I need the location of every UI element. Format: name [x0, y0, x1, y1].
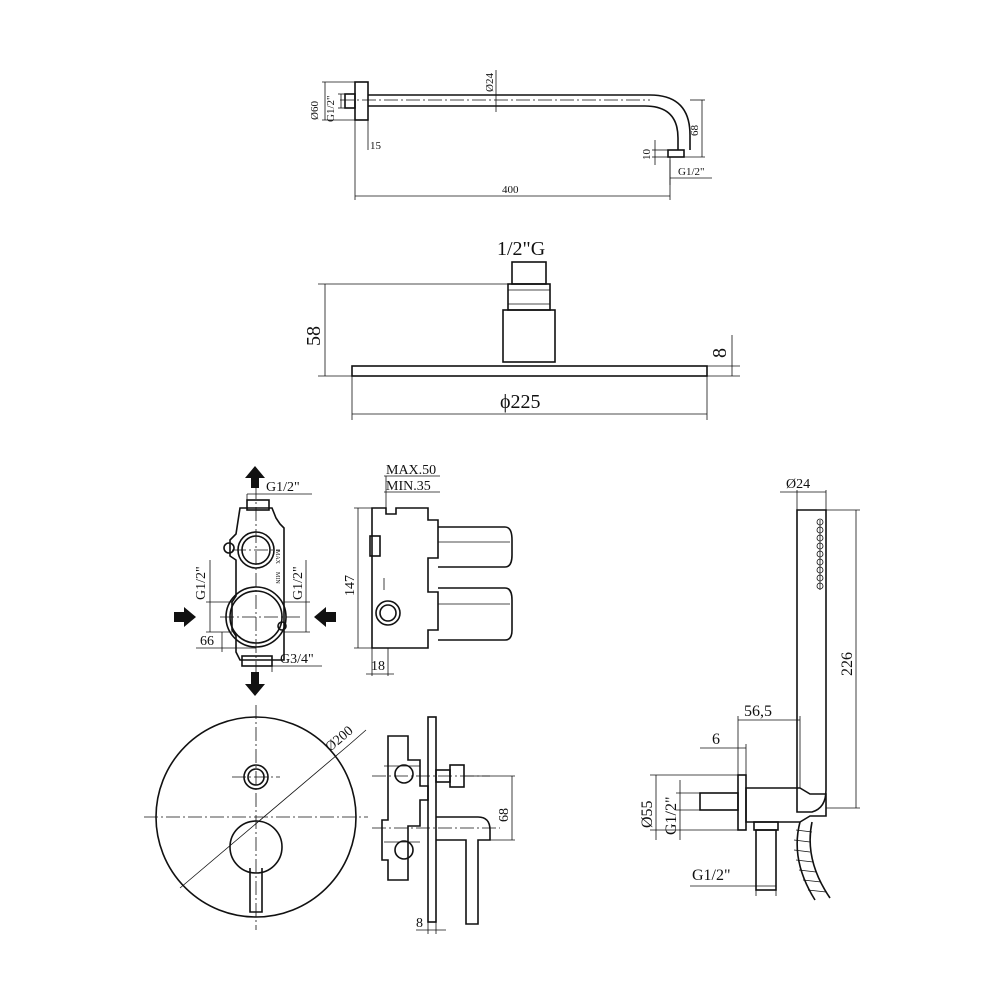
- arm-drop: 68: [689, 125, 701, 137]
- valve-side-view: MAX.50 MIN.35 147 18: [343, 463, 513, 676]
- valve-front-view: MAX MIN G1/2" G1/2" G1/2" 66 G3/4": [174, 466, 336, 696]
- arm-outlet: [667, 149, 685, 158]
- hand-shower-projection: 56,5: [744, 703, 772, 720]
- outlet-down-arrow: [245, 672, 265, 696]
- hand-shower-diameter: Ø24: [786, 477, 810, 492]
- hand-shower-holder: [745, 787, 827, 823]
- valve-side-handle-upper: [438, 526, 513, 568]
- hand-shower-gap: 6: [712, 731, 720, 748]
- valve-bottom-thread: G3/4": [280, 652, 314, 667]
- arm-length: 400: [502, 184, 519, 196]
- head-diameter: ϕ225: [500, 391, 541, 413]
- hand-shower-side-thread: G1/2": [663, 796, 680, 835]
- arm-pipe-diameter: Ø24: [484, 73, 496, 92]
- head-body: [502, 309, 556, 363]
- wall-outlet-thread: [699, 792, 739, 811]
- plate-side: [427, 716, 437, 923]
- valve-side-body: [371, 507, 439, 649]
- arm-outlet-thread: G1/2": [678, 166, 705, 178]
- valve-side-height: 147: [343, 575, 358, 596]
- valve-side-port: [375, 600, 401, 626]
- arm-flange-depth: 15: [370, 140, 382, 152]
- head-plate-thickness: 8: [709, 348, 731, 358]
- arm-flange-diameter: Ø60: [309, 101, 321, 120]
- hand-shower-body: [796, 509, 827, 813]
- hose-connector: [755, 829, 777, 891]
- valve-top-port: [246, 499, 270, 511]
- wall-plate-front-view: Ø200: [144, 705, 368, 930]
- valve-top-thread: G1/2": [266, 480, 300, 495]
- valve-side-handle-lower: [438, 587, 513, 641]
- arm-wall-thread-label: G1/2": [325, 96, 337, 123]
- shower-arm-view: Ø60 G1/2" Ø24 15 68 10 G1/2" 400: [309, 70, 712, 200]
- inlet-right-arrow: [314, 607, 336, 627]
- valve-bottom-port: [241, 655, 273, 667]
- valve-min-mark: MIN: [274, 572, 280, 584]
- arm-wall-flange: [354, 81, 369, 121]
- valve-side-min-depth: MIN.35: [386, 479, 431, 494]
- shower-head-view: 1/2"G 58 8 ϕ225: [303, 238, 740, 420]
- hand-shower-length: 226: [839, 652, 856, 676]
- head-plate: [351, 365, 708, 377]
- head-joint: [507, 283, 551, 311]
- plate-diameter: Ø200: [323, 724, 356, 755]
- hand-shower-bottom-thread: G1/2": [692, 867, 731, 884]
- plate-spacing: 68: [497, 808, 512, 822]
- valve-left-thread: G1/2": [194, 566, 209, 600]
- valve-spacing: 66: [200, 634, 214, 649]
- valve-side-max-depth: MAX.50: [386, 463, 436, 478]
- plate-thickness: 8: [416, 916, 423, 931]
- valve-body: [229, 507, 285, 661]
- arm-outlet-length: 10: [641, 149, 653, 161]
- arm-wall-thread: [344, 93, 356, 109]
- hand-shower-flange-diameter: Ø55: [639, 800, 656, 828]
- head-nut: [511, 261, 547, 285]
- inlet-left-arrow: [174, 607, 196, 627]
- wall-outlet-flange: [737, 774, 747, 831]
- hand-shower-view: Ø24 226 56,5 6 Ø55 G1/2" G1/2": [639, 477, 860, 901]
- hand-shower-nozzles: [816, 518, 824, 590]
- arm-pipe-bottom: [368, 105, 679, 150]
- wall-plate-side-view: 68 8: [372, 716, 515, 934]
- arm-pipe-top: [368, 94, 691, 150]
- head-height: 58: [303, 326, 325, 346]
- valve-right-thread: G1/2": [291, 566, 306, 600]
- valve-side-offset: 18: [371, 659, 385, 674]
- plate-side-lever: [436, 816, 491, 925]
- head-thread-label: 1/2"G: [497, 238, 545, 260]
- valve-max-mark: MAX: [274, 550, 280, 565]
- plate-side-valve: [381, 735, 429, 881]
- outlet-up-arrow: [245, 466, 265, 488]
